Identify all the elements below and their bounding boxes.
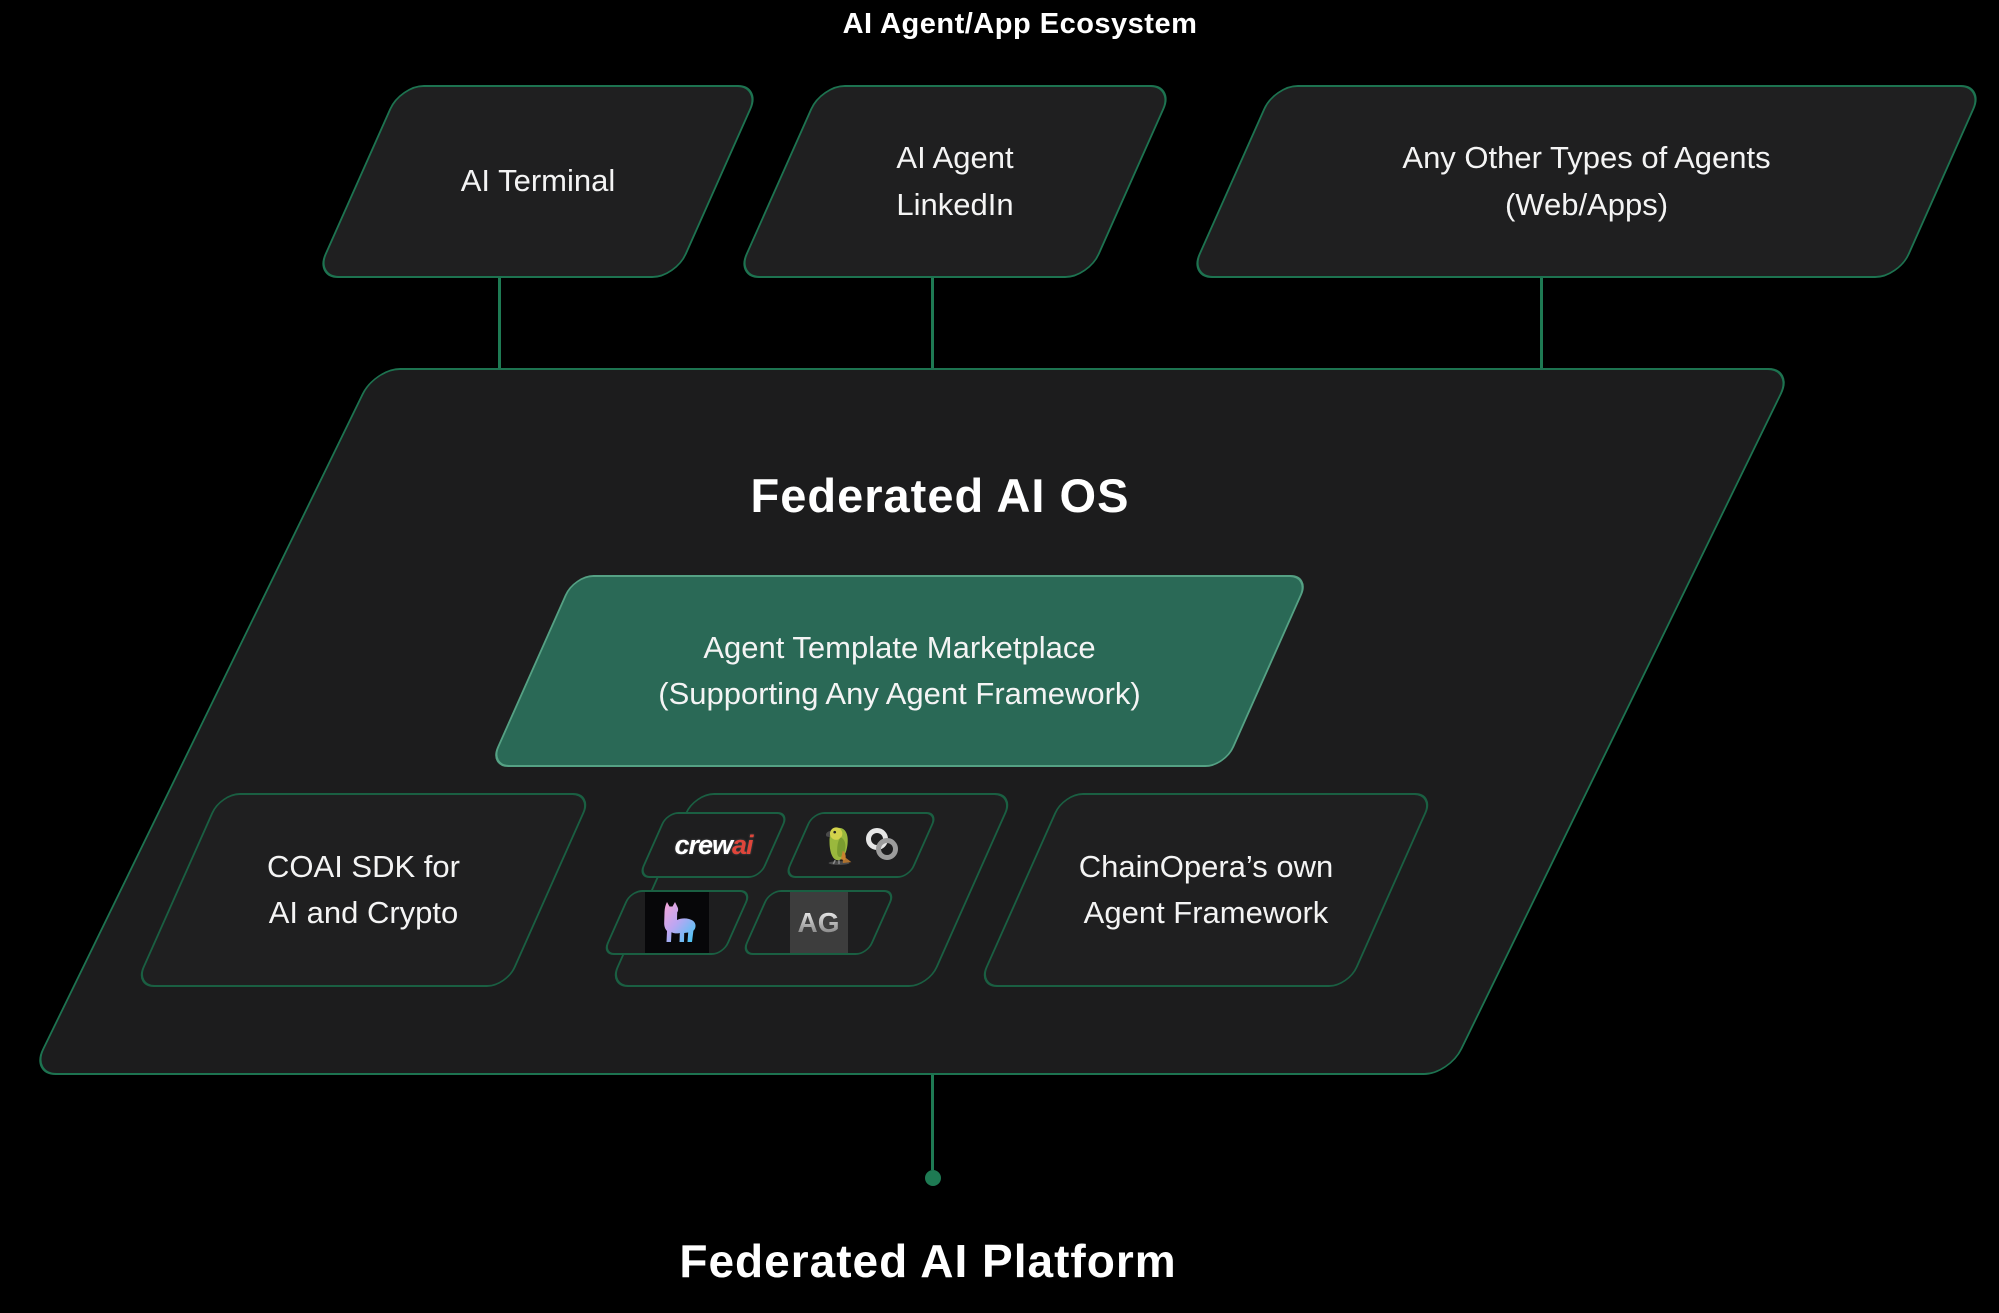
chainopera-box: ChainOpera’s own Agent Framework <box>976 793 1436 987</box>
langchain-cell <box>783 812 939 878</box>
node-other-agents: Any Other Types of Agents (Web/Apps) <box>1188 85 1985 278</box>
crewai-cell: crewai <box>637 812 790 878</box>
llama-logo-square <box>645 892 709 953</box>
autogen-logo-square: AG <box>789 892 848 953</box>
chainopera-line1: ChainOpera’s own <box>1078 848 1334 884</box>
agent-template-marketplace-box: Agent Template Marketplace (Supporting A… <box>488 575 1311 767</box>
autogen-logo: AG <box>797 906 840 938</box>
connector-line-1 <box>498 278 501 402</box>
crewai-logo-red: ai <box>732 829 753 860</box>
node-other-agents-line1: Any Other Types of Agents <box>1402 140 1771 175</box>
llama-icon <box>664 901 696 942</box>
chain-link-icon <box>866 828 898 860</box>
node-ai-agent-linkedin-line2: LinkedIn <box>896 186 1014 222</box>
connector-line-3 <box>1540 278 1543 402</box>
llama-cell <box>601 890 753 955</box>
crewai-logo: crewai <box>674 830 752 861</box>
connector-line-2 <box>931 278 934 402</box>
federated-ai-os-title: Federated AI OS <box>750 469 1130 522</box>
node-ai-agent-linkedin: AI Agent LinkedIn <box>735 85 1175 278</box>
chainopera-line2: Agent Framework <box>1083 895 1329 930</box>
crewai-logo-white: crew <box>674 829 732 860</box>
connector-dot-bottom <box>925 1170 941 1186</box>
coai-sdk-line2: AI and Crypto <box>268 895 459 930</box>
langchain-parrot-icon <box>825 827 852 865</box>
coai-sdk-line1: COAI SDK for <box>267 848 460 884</box>
coai-sdk-box: COAI SDK for AI and Crypto <box>133 793 594 987</box>
connector-line-bottom <box>931 1075 934 1170</box>
ecosystem-title: AI Agent/App Ecosystem <box>842 8 1198 40</box>
node-ai-terminal-label: AI Terminal <box>460 163 616 199</box>
marketplace-line2: (Supporting Any Agent Framework) <box>658 676 1141 711</box>
autogen-cell: AG <box>740 890 897 955</box>
federated-ai-platform-title: Federated AI Platform <box>679 1235 1177 1287</box>
node-other-agents-line2: (Web/Apps) <box>1504 186 1669 222</box>
marketplace-line1: Agent Template Marketplace <box>703 629 1096 665</box>
node-ai-terminal: AI Terminal <box>314 85 762 278</box>
node-ai-agent-linkedin-line1: AI Agent <box>896 140 1014 175</box>
